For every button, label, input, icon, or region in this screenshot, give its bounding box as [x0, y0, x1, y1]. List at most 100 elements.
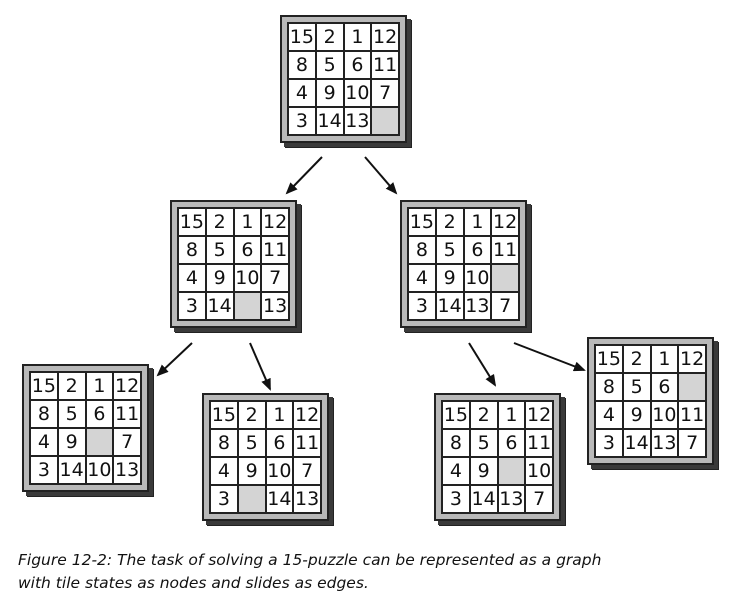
tile: 12 [372, 24, 398, 50]
tile: 4 [409, 265, 435, 291]
tile: 15 [409, 209, 435, 235]
tile: 7 [294, 458, 320, 484]
tile: 9 [623, 402, 650, 428]
tile: 9 [436, 265, 463, 291]
tile: 6 [266, 430, 293, 456]
tile: 1 [266, 402, 293, 428]
tile: 9 [206, 265, 233, 291]
tile: 4 [596, 402, 622, 428]
tile: 1 [651, 346, 678, 372]
tile: 5 [470, 430, 497, 456]
tile: 6 [344, 52, 371, 78]
tile: 8 [443, 430, 469, 456]
tile: 7 [526, 486, 552, 512]
tile: 2 [238, 402, 265, 428]
tile: 14 [623, 430, 650, 456]
tile: 1 [234, 209, 261, 235]
tile: 11 [372, 52, 398, 78]
blank-tile [234, 293, 261, 319]
blank-tile [86, 429, 113, 455]
tile: 10 [344, 80, 371, 106]
tile: 2 [436, 209, 463, 235]
tile: 1 [498, 402, 525, 428]
tile: 5 [436, 237, 463, 263]
tile: 3 [409, 293, 435, 319]
tile: 2 [316, 24, 343, 50]
tile: 6 [464, 237, 491, 263]
tile: 6 [651, 374, 678, 400]
tile: 12 [492, 209, 518, 235]
tile: 6 [498, 430, 525, 456]
tile: 12 [114, 373, 140, 399]
tile: 14 [58, 457, 85, 483]
tile: 14 [316, 108, 343, 134]
tile: 13 [294, 486, 320, 512]
edge-a-to-a2 [249, 342, 271, 391]
tile: 7 [114, 429, 140, 455]
tile: 5 [623, 374, 650, 400]
tile: 3 [289, 108, 315, 134]
tile: 7 [372, 80, 398, 106]
tile: 13 [262, 293, 288, 319]
tile: 14 [206, 293, 233, 319]
tile: 11 [526, 430, 552, 456]
tile: 4 [443, 458, 469, 484]
caption-line-2: with tile states as nodes and slides as … [18, 574, 369, 592]
blank-tile [492, 265, 518, 291]
edge-b-to-b1 [468, 342, 497, 387]
edge-a-to-a1 [156, 342, 193, 377]
tile: 8 [596, 374, 622, 400]
tile: 4 [211, 458, 237, 484]
tile: 15 [443, 402, 469, 428]
tile: 10 [266, 458, 293, 484]
tile: 2 [470, 402, 497, 428]
tile: 13 [498, 486, 525, 512]
tile: 10 [651, 402, 678, 428]
tile: 7 [492, 293, 518, 319]
tile: 5 [316, 52, 343, 78]
tile: 14 [470, 486, 497, 512]
tile: 4 [289, 80, 315, 106]
tile: 1 [464, 209, 491, 235]
tile: 15 [211, 402, 237, 428]
tile: 15 [289, 24, 315, 50]
tile: 8 [289, 52, 315, 78]
tile: 13 [114, 457, 140, 483]
tile: 2 [623, 346, 650, 372]
tile: 3 [443, 486, 469, 512]
edge-root-to-a [285, 156, 323, 195]
tile: 4 [179, 265, 205, 291]
edge-b-to-b2 [513, 342, 586, 372]
tile: 12 [679, 346, 705, 372]
tile: 6 [86, 401, 113, 427]
tile: 2 [206, 209, 233, 235]
tile: 5 [238, 430, 265, 456]
tile: 8 [179, 237, 205, 263]
tile: 9 [238, 458, 265, 484]
tile: 7 [679, 430, 705, 456]
tile: 3 [31, 457, 57, 483]
blank-tile [498, 458, 525, 484]
tile: 10 [86, 457, 113, 483]
tile: 11 [294, 430, 320, 456]
tile: 3 [596, 430, 622, 456]
tile: 13 [651, 430, 678, 456]
blank-tile [372, 108, 398, 134]
tile: 10 [234, 265, 261, 291]
tile: 11 [679, 402, 705, 428]
tile: 9 [316, 80, 343, 106]
tile: 15 [31, 373, 57, 399]
tile: 3 [179, 293, 205, 319]
